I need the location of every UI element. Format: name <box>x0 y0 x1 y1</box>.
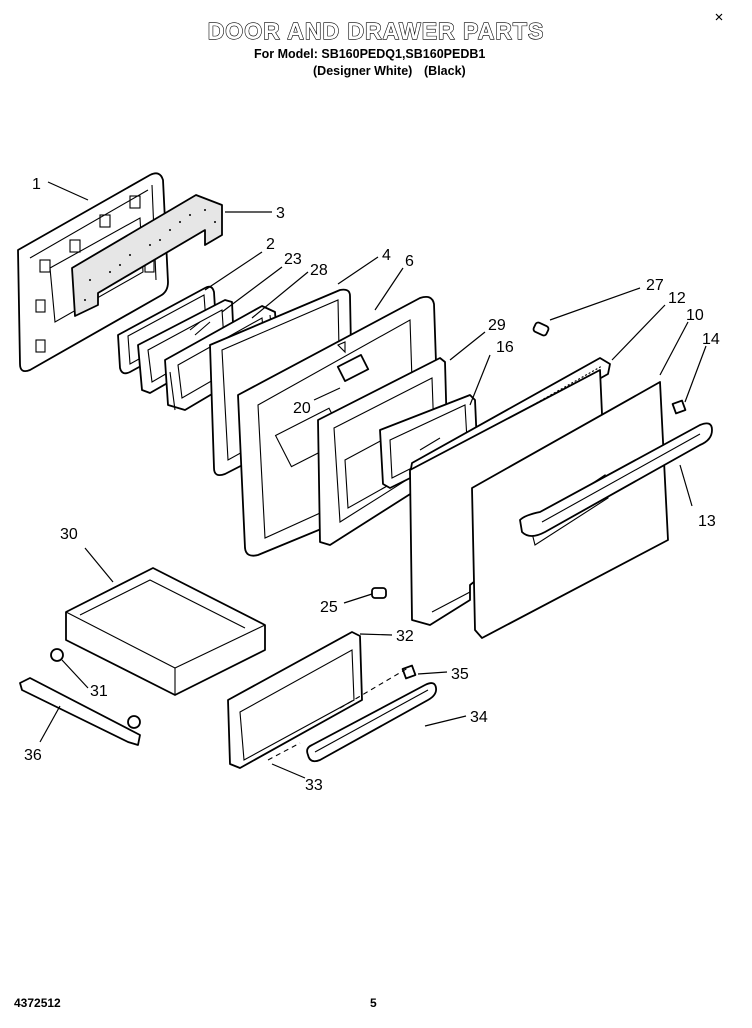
page-number: 5 <box>370 996 377 1010</box>
part-31-roller-right <box>127 715 141 729</box>
callout-25: 25 <box>320 599 338 616</box>
color-label-designer-white: (Designer White) <box>313 64 413 78</box>
callout-23: 23 <box>284 251 302 268</box>
callout-30: 30 <box>60 526 78 543</box>
part-13-door-handle <box>519 422 713 537</box>
model-line: For Model: SB160PEDQ1,SB160PEDB1 <box>254 47 486 61</box>
callout-34: 34 <box>470 709 488 726</box>
part-32-drawer-front <box>227 631 363 769</box>
callout-32: 32 <box>396 628 414 645</box>
leader-lines <box>39 181 707 779</box>
part-27-plug <box>532 321 550 337</box>
callout-4: 4 <box>382 247 391 264</box>
callout-6: 6 <box>405 253 414 270</box>
callout-36: 36 <box>24 747 42 764</box>
callout-10: 10 <box>686 307 704 324</box>
callout-16: 16 <box>496 339 514 356</box>
callout-13: 13 <box>698 513 716 530</box>
part-33-drawer-panel <box>267 742 301 761</box>
callout-20: 20 <box>293 400 311 417</box>
part-14-screw <box>671 399 687 415</box>
callout-2: 2 <box>266 236 275 253</box>
callout-3: 3 <box>276 205 285 222</box>
document-number: 4372512 <box>14 996 61 1010</box>
page-title: DOOR AND DRAWER PARTS <box>207 17 545 44</box>
callout-31: 31 <box>90 683 108 700</box>
callout-28: 28 <box>310 262 328 279</box>
part-25-bumper <box>371 587 387 599</box>
part-20-latch <box>336 354 370 382</box>
callout-14: 14 <box>702 331 720 348</box>
callout-35: 35 <box>451 666 469 683</box>
corner-mark <box>715 13 723 21</box>
callout-33: 33 <box>305 777 323 794</box>
part-31-roller-left <box>50 648 64 662</box>
callout-27: 27 <box>646 277 664 294</box>
callout-12: 12 <box>668 290 686 307</box>
part-36-drawer-slide <box>19 677 141 746</box>
color-label-black: (Black) <box>424 64 466 78</box>
part-3-insulation <box>71 194 223 317</box>
part-30-drawer <box>65 567 266 696</box>
callout-29: 29 <box>488 317 506 334</box>
part-34-drawer-handle <box>306 667 437 763</box>
part-35-screw <box>401 664 417 680</box>
callout-1: 1 <box>32 176 41 193</box>
